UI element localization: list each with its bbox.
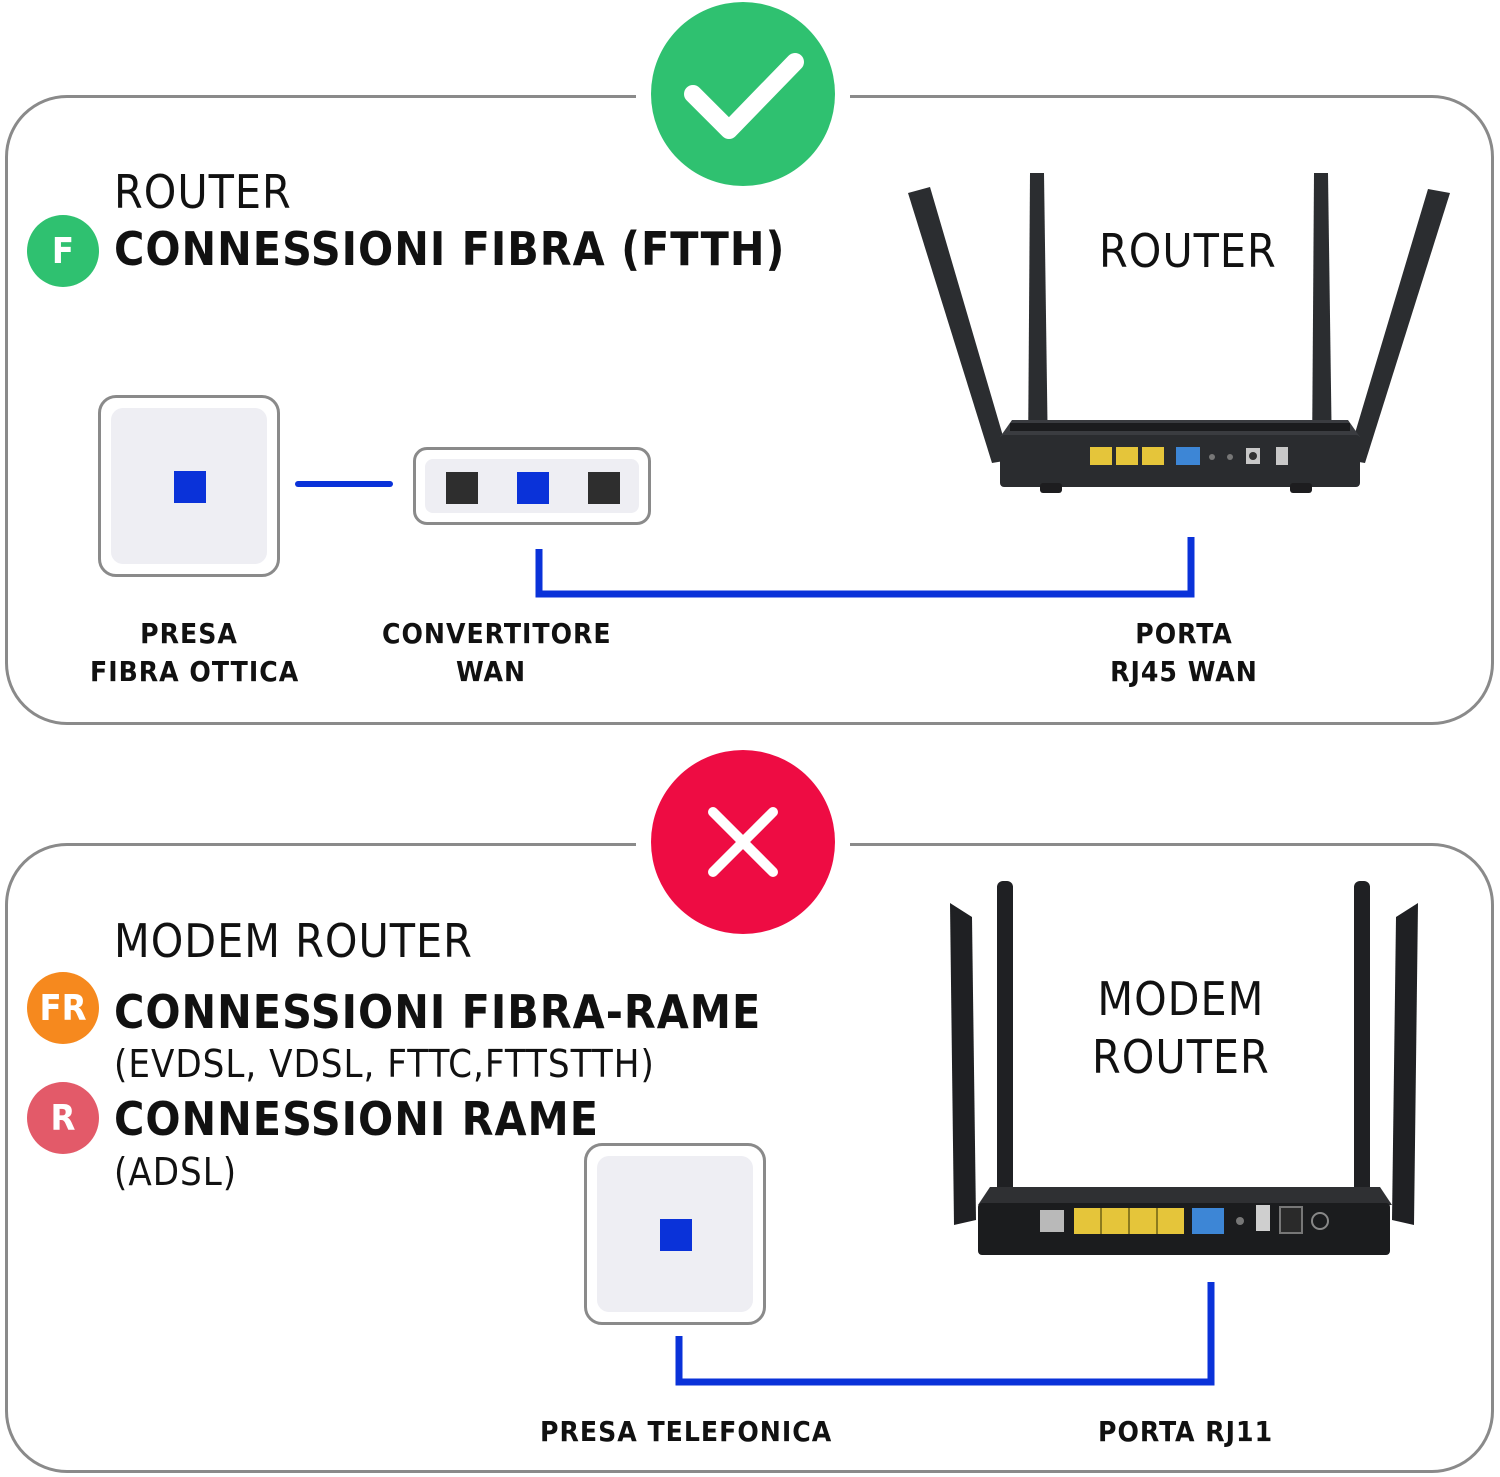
wan-cable [535,537,1195,598]
ok-badge [651,2,835,186]
caption-wan-port: PORTA RJ45 WAN [1110,617,1258,688]
copper-subtitle: (ADSL) [114,1150,238,1194]
phone-port [660,1219,692,1251]
fiber-copper-badge: FR [27,972,99,1044]
caption-fiber-socket: PRESA FIBRA OTTICA [90,617,300,688]
router-label: ROUTER [1099,224,1277,278]
fiber-copper-title: CONNESSIONI FIBRA-RAME [114,985,762,1039]
modem-router-image [950,881,1418,1255]
fiber-port [174,471,206,503]
fiber-socket [98,395,280,577]
caption-phone-socket: PRESA TELEFONICA [540,1415,833,1448]
converter-port-right [588,472,620,504]
top-title-light: ROUTER [114,165,292,219]
wan-converter [413,447,651,525]
fiber-badge: F [27,215,99,287]
converter-port-wan [517,472,549,504]
top-title-bold: CONNESSIONI FIBRA (FTTH) [114,222,786,276]
modem-router-label: MODEM ROUTER [1092,972,1270,1084]
copper-badge: R [27,1082,99,1154]
phone-socket [584,1143,766,1325]
bad-badge [651,750,835,934]
router-image [908,173,1450,493]
x-icon [651,750,835,934]
caption-rj11-port: PORTA RJ11 [1098,1415,1274,1448]
converter-port-left [446,472,478,504]
copper-title: CONNESSIONI RAME [114,1092,599,1146]
rj11-cable [675,1282,1215,1386]
fiber-copper-subtitle: (EVDSL, VDSL, FTTC,FTTSTTH) [114,1042,655,1086]
fiber-link [295,481,393,487]
bottom-title-light: MODEM ROUTER [114,914,473,968]
caption-converter: CONVERTITORE WAN [382,617,612,688]
check-icon [651,2,835,186]
